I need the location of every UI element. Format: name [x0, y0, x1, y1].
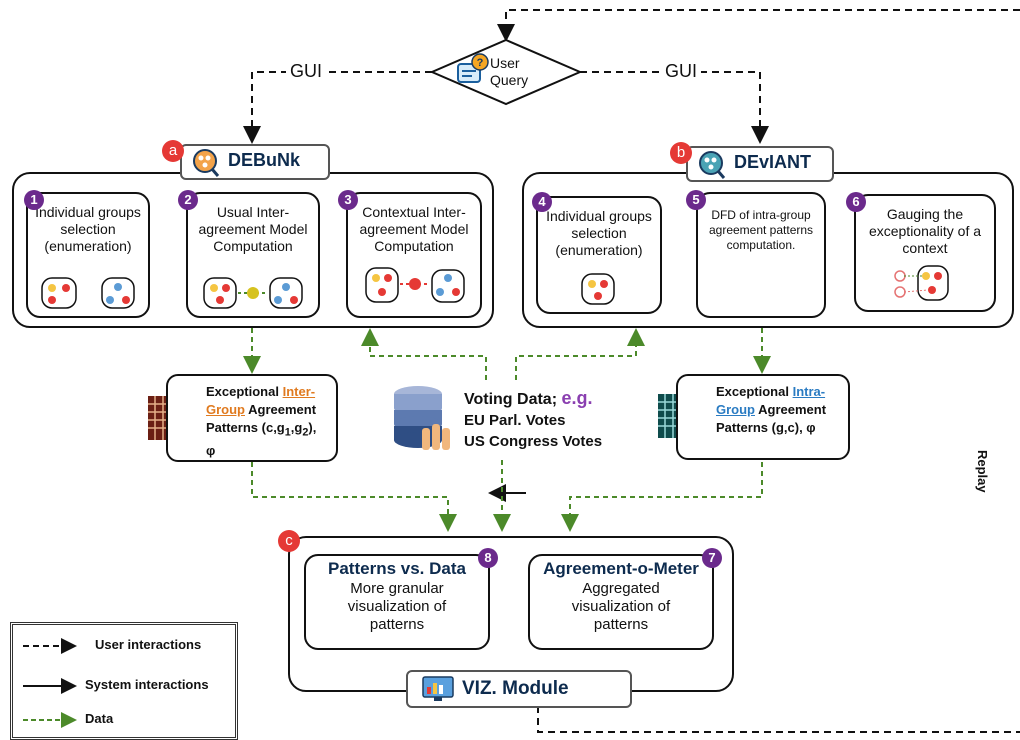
inter-patterns-box: Exceptional Inter- Group Agreement Patte… [166, 374, 338, 462]
intra-patterns-box: Exceptional Intra- Group Agreement Patte… [676, 374, 850, 460]
intra-line3: Patterns (g,c), φ [716, 420, 816, 435]
badge-c: c [278, 530, 300, 552]
svg-text:?: ? [477, 57, 484, 69]
group-icon [580, 272, 616, 311]
database-icon [388, 384, 454, 461]
chat-question-icon: ? [456, 52, 490, 86]
intra-highlight1: Intra- [792, 384, 826, 399]
patterns-vs-data-text: More granular visualization of patterns [347, 580, 447, 633]
data-voting-to-debunk [361, 328, 487, 380]
viz-module-tag: VIZ. Module [406, 670, 632, 708]
replay-loop-top [497, 9, 1020, 42]
intra-suffix: Agreement [755, 402, 827, 417]
step-1-box: Individual groups selection (enumeration… [26, 192, 150, 318]
groups-icon [40, 276, 136, 315]
voting-line2: EU Parl. Votes [464, 412, 566, 429]
step-3-text: Contextual Inter-agreement Model Computa… [359, 204, 469, 254]
agreement-o-meter-text: Aggregated visualization of patterns [571, 580, 671, 633]
voting-data-text: Voting Data; e.g. EU Parl. Votes US Cong… [464, 388, 602, 452]
inter-prefix: Exceptional [206, 384, 283, 399]
inter-highlight2: Group [206, 402, 245, 417]
badge-b: b [670, 142, 692, 164]
gui-arrow-right [580, 71, 769, 144]
step-6-box: Gauging the exceptionality of a context [854, 194, 996, 312]
step-5-box: DFD of intra-group agreement patterns co… [696, 192, 826, 318]
step-5-text: DFD of intra-group agreement patterns co… [708, 208, 814, 252]
inter-line3: Patterns (c,g [206, 420, 285, 435]
data-inter-to-viz [251, 462, 457, 532]
voting-eg: e.g. [561, 388, 593, 408]
debunk-logo-icon [190, 148, 220, 183]
gui-label-left: GUI [286, 61, 327, 82]
legend: User interactions System interactions Da… [10, 622, 238, 740]
legend-user-interactions: User interactions [95, 637, 202, 652]
replay-loop-bottom [537, 706, 1020, 733]
inter-sub2: 2 [302, 426, 309, 439]
gui-label-right: GUI [661, 61, 702, 82]
patterns-vs-data-box: Patterns vs. Data More granular visualiz… [304, 554, 490, 650]
inter-sub1: 1 [284, 426, 291, 439]
inter-end: ), φ [206, 420, 317, 458]
step-5-number: 5 [686, 190, 706, 210]
deviant-logo-icon [696, 150, 726, 185]
step-6-text: Gauging the exceptionality of a context [868, 206, 982, 256]
user-query-diamond [429, 38, 583, 106]
agreement-o-meter-box: Agreement-o-Meter Aggregated visualizati… [528, 554, 714, 650]
step-2-text: Usual Inter-agreement Model Computation [198, 204, 308, 254]
usual-model-icon [202, 276, 306, 315]
monitor-chart-icon [422, 676, 454, 709]
step-2-number: 2 [178, 190, 198, 210]
patterns-vs-data-title: Patterns vs. Data [328, 559, 466, 578]
debunk-tag: DEBuNk [180, 144, 330, 180]
step-3-box: Contextual Inter-agreement Model Computa… [346, 192, 482, 318]
step-1-number: 1 [24, 190, 44, 210]
legend-data: Data [85, 711, 114, 726]
intra-prefix: Exceptional [716, 384, 793, 399]
deviant-tag: DEvIANT [686, 146, 834, 182]
inter-highlight1: Inter- [282, 384, 316, 399]
exceptionality-icon [890, 264, 960, 309]
user-query-label: User Query [490, 55, 528, 89]
step-7-number: 7 [702, 548, 722, 568]
replay-label: Replay [975, 450, 990, 493]
viz-module-name: VIZ. Module [462, 678, 569, 699]
step-6-number: 6 [846, 192, 866, 212]
step-4-text: Individual groups selection (enumeration… [546, 208, 652, 258]
data-voting-to-deviant [515, 328, 645, 380]
gui-arrow-left [243, 71, 432, 144]
agreement-o-meter-title: Agreement-o-Meter [543, 559, 699, 578]
voting-line1: Voting Data; [464, 391, 562, 408]
contextual-model-icon [364, 266, 468, 311]
badge-a: a [162, 140, 184, 162]
step-8-number: 8 [478, 548, 498, 568]
step-3-number: 3 [338, 190, 358, 210]
step-1-text: Individual groups selection (enumeration… [35, 204, 141, 254]
intra-highlight2: Group [716, 402, 755, 417]
debunk-name: DEBuNk [228, 150, 301, 170]
data-intra-to-viz [561, 462, 763, 532]
inter-suffix: Agreement [245, 402, 317, 417]
deviant-name: DEvIANT [734, 152, 812, 172]
step-4-number: 4 [532, 192, 552, 212]
user-query-line2: Query [490, 72, 529, 88]
legend-system-interactions: System interactions [85, 677, 209, 692]
voting-line3: US Congress Votes [464, 433, 603, 450]
user-query-line1: User [490, 55, 520, 71]
inter-mid: ,g [290, 420, 303, 435]
